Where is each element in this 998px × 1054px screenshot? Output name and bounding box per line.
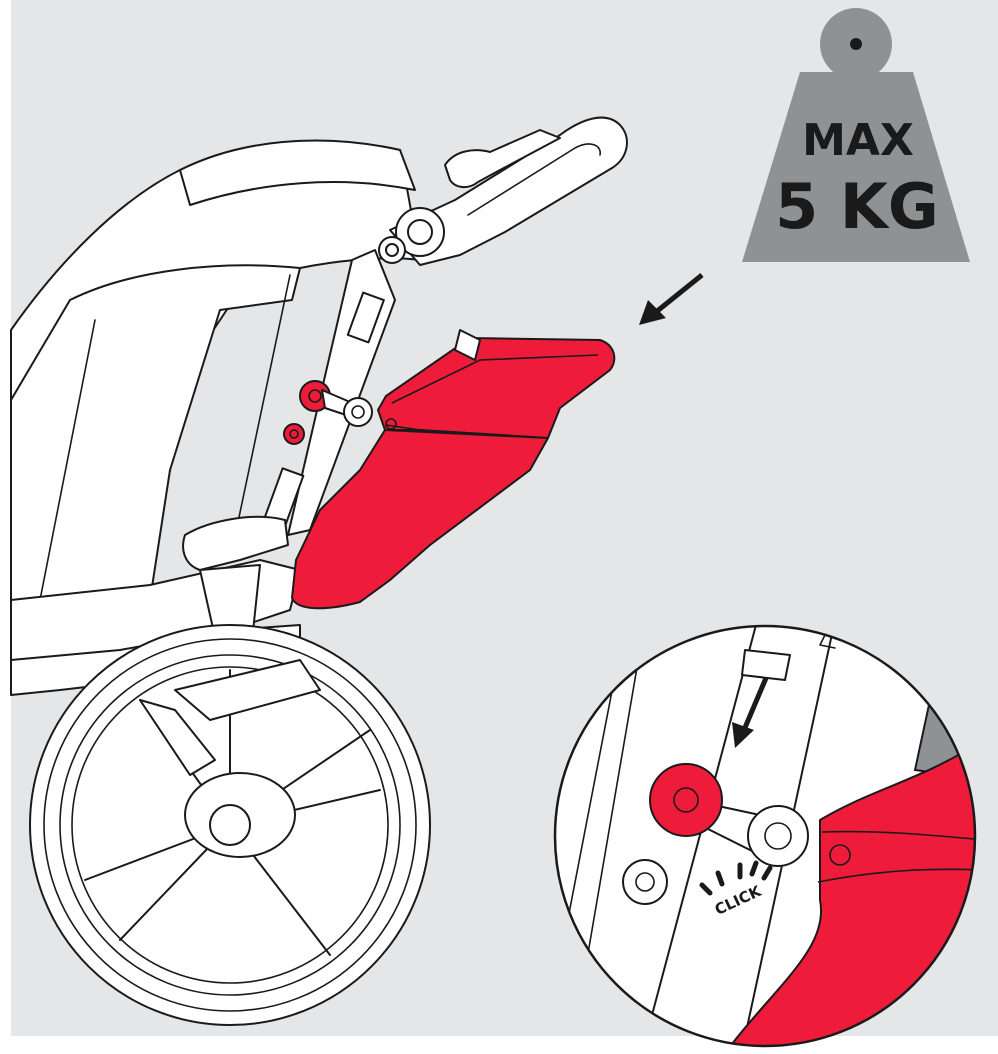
front-wheel — [29, 624, 431, 1026]
weight-max-label: MAX — [802, 115, 914, 166]
handlebar — [389, 116, 628, 266]
frame-mount-buttons — [283, 380, 373, 445]
direction-arrow — [639, 273, 704, 325]
bottom-border — [0, 1036, 998, 1054]
weight-amount-label: 5 KG — [775, 170, 939, 243]
max-weight-icon: MAX 5 KG — [742, 8, 970, 262]
click-marks — [699, 860, 773, 896]
storage-bag — [291, 329, 616, 610]
left-border — [0, 0, 11, 1054]
